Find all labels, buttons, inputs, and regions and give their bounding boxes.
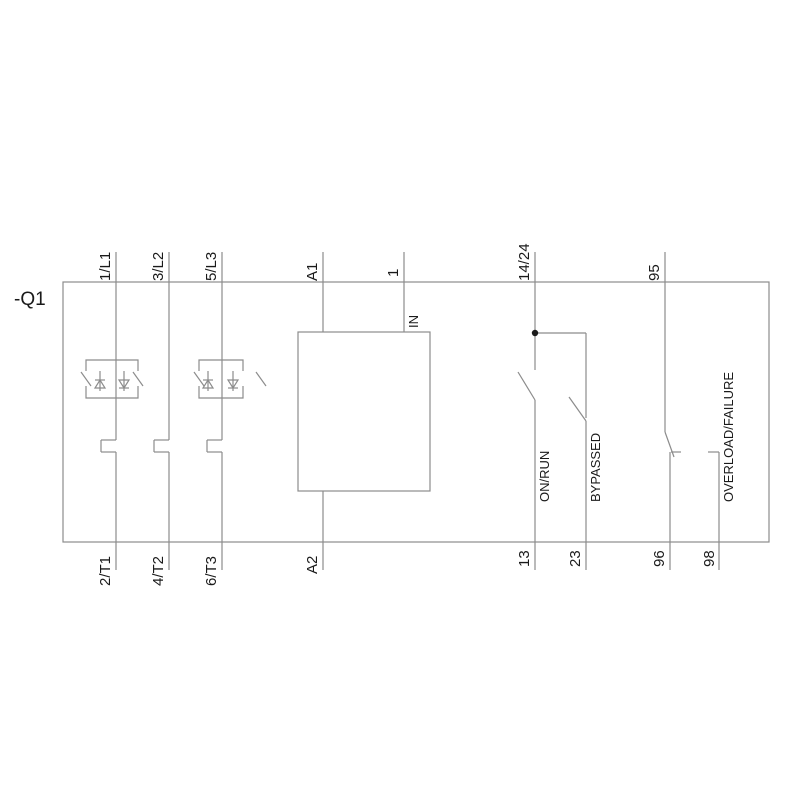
bypassed-label: BYPASSED [588, 433, 603, 502]
terminal-1: 1 [385, 269, 402, 277]
terminal-95: 95 [646, 264, 663, 281]
terminal-a2: A2 [304, 556, 321, 574]
terminal-14-24: 14/24 [516, 243, 533, 281]
input-label: IN [406, 315, 421, 328]
on-run-label: ON/RUN [537, 451, 552, 502]
terminal-13: 13 [516, 550, 533, 567]
overload-contact [664, 252, 720, 570]
on-run-contact [517, 371, 536, 570]
terminal-a1: A1 [304, 263, 321, 281]
thyristor-block-l1 [80, 359, 144, 399]
terminal-6-t3: 6/T3 [203, 556, 220, 586]
junction-dot [531, 329, 539, 337]
device-housing [62, 281, 770, 543]
overload-failure-label: OVERLOAD/FAILURE [721, 372, 736, 502]
device-tag: -Q1 [14, 289, 46, 310]
terminal-23: 23 [567, 550, 584, 567]
terminal-2-t1: 2/T1 [97, 556, 114, 586]
signal-contacts-common [531, 252, 587, 418]
thyristor-block-l3 [193, 359, 267, 399]
terminal-96: 96 [651, 550, 668, 567]
main-circuit-l1 [100, 252, 117, 570]
main-circuit-l3 [206, 252, 223, 570]
terminal-5-l3: 5/L3 [203, 252, 220, 281]
terminal-3-l2: 3/L2 [150, 252, 167, 281]
control-electronics-block [297, 331, 431, 492]
bypassed-contact [568, 396, 587, 570]
main-circuit-l2 [153, 252, 170, 570]
terminal-98: 98 [701, 550, 718, 567]
terminal-1-l1: 1/L1 [97, 252, 114, 281]
terminal-4-t2: 4/T2 [150, 556, 167, 586]
